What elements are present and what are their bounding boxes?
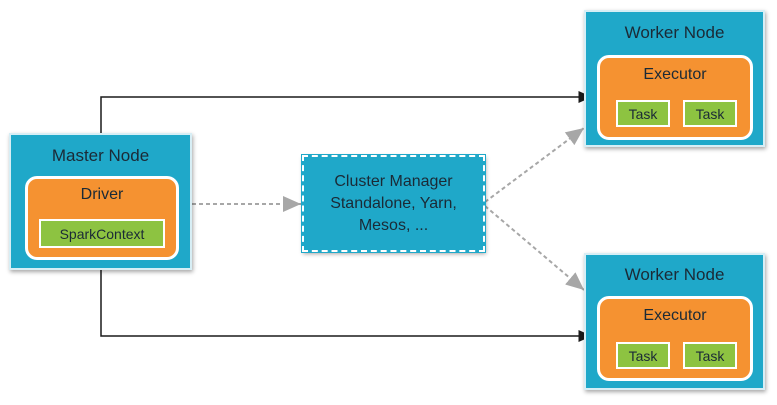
executor-label: Executor [643,66,707,83]
cluster-manager-line-2: Standalone, Yarn, [330,194,457,212]
arrow-cluster-to-worker-bottom [484,205,585,291]
worker-node-bottom: Worker Node Executor Task Task [584,253,765,390]
executor-box: Executor Task Task [597,296,753,381]
worker-node-title: Worker Node [624,23,725,42]
driver-label: Driver [80,186,124,203]
worker-node-top: Worker Node Executor Task Task [584,10,765,147]
worker-node-title: Worker Node [624,265,725,284]
driver-box: Driver SparkContext [25,176,179,260]
cluster-manager-line-1: Cluster Manager [334,172,453,190]
executor-box: Executor Task Task [597,55,753,140]
spark-context-box: SparkContext [39,219,165,248]
cluster-manager-box: Cluster Manager Standalone, Yarn, Mesos,… [301,154,486,253]
master-node-title: Master Node [51,146,150,165]
master-node: Master Node Driver SparkContext [9,133,192,270]
arrow-cluster-to-worker-top [484,127,585,203]
task-box: Task [616,342,670,369]
task-box: Task [683,100,737,127]
arrow-driver-to-worker-bottom [100,258,592,342]
cluster-manager-line-3: Mesos, ... [358,216,429,234]
task-box: Task [616,100,670,127]
executor-label: Executor [643,307,707,324]
task-box: Task [683,342,737,369]
